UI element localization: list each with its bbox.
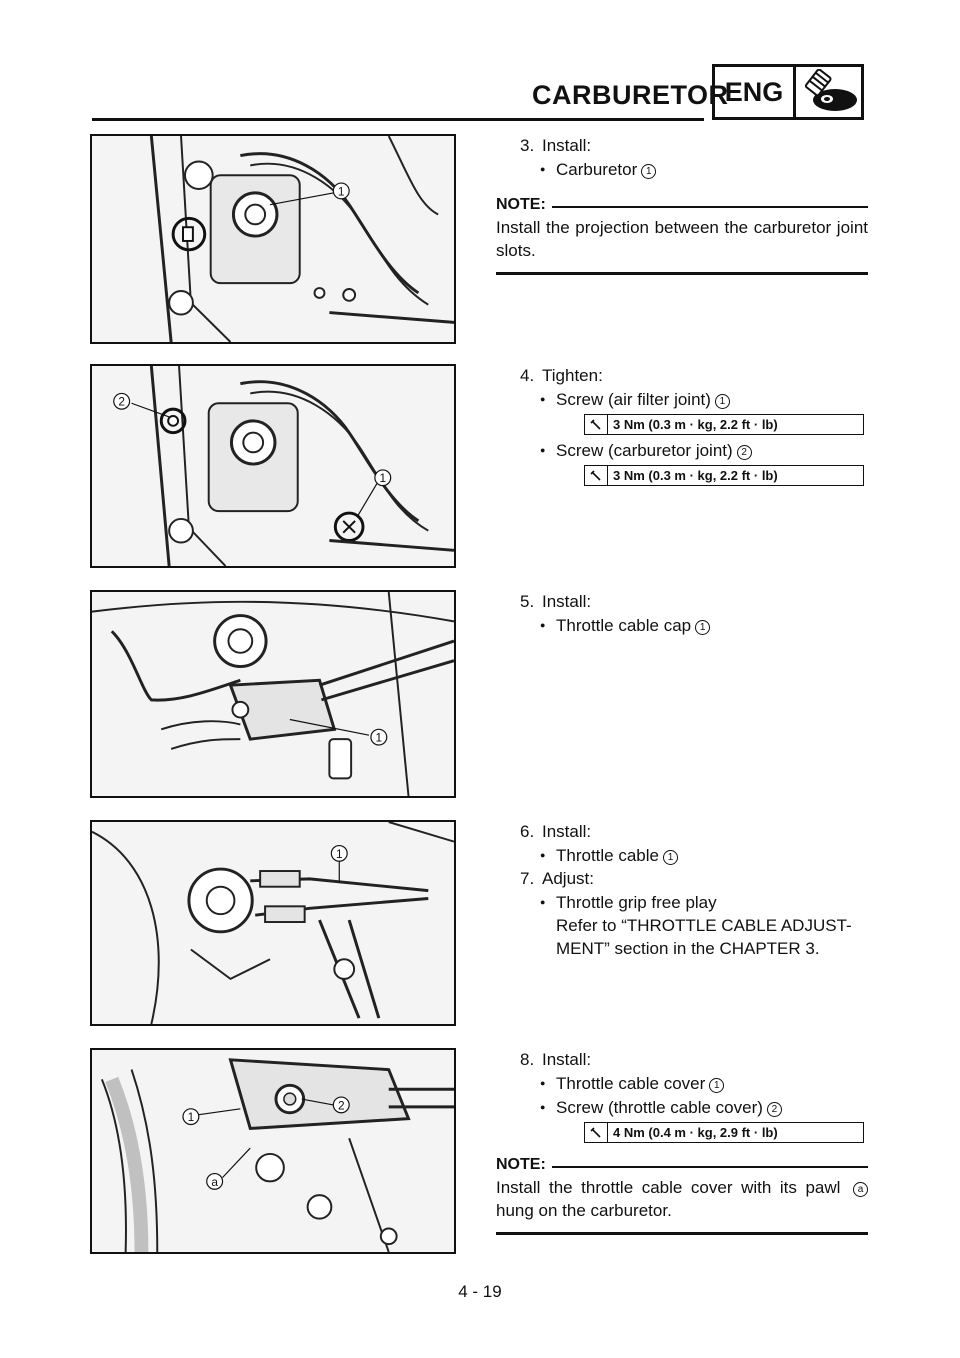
list-item: Screw (throttle cable cover)2 bbox=[496, 1096, 868, 1119]
step-number: 7. bbox=[520, 869, 535, 888]
item-text: Throttle cable cover bbox=[556, 1074, 706, 1093]
item-ref: 2 bbox=[736, 445, 752, 460]
figure-throttle-cable: 1 bbox=[90, 820, 456, 1026]
torque-wrench-icon bbox=[585, 415, 608, 434]
figure-screws-tighten: 2 1 bbox=[90, 364, 456, 568]
figure-callout: a bbox=[211, 1175, 218, 1189]
torque-wrench-icon bbox=[585, 466, 608, 485]
step-number: 4. bbox=[520, 366, 535, 385]
note-label: NOTE: bbox=[496, 196, 546, 213]
note-end-rule bbox=[496, 272, 868, 275]
torque-value: 4 Nm (0.4 m · kg, 2.9 ft · lb) bbox=[613, 1125, 778, 1140]
step-number: 5. bbox=[520, 592, 535, 611]
torque-value: 3 Nm (0.3 m · kg, 2.2 ft · lb) bbox=[613, 417, 778, 432]
step-action: Tighten: bbox=[542, 366, 603, 385]
note-end-rule bbox=[496, 1232, 868, 1235]
item-text: Screw (carburetor joint) bbox=[556, 441, 733, 460]
step-number: 6. bbox=[520, 822, 535, 841]
list-item: Screw (carburetor joint)2 bbox=[496, 439, 868, 462]
page-title: CARBURETOR bbox=[532, 80, 729, 110]
step-action: Install: bbox=[542, 1050, 592, 1069]
step-action: Adjust: bbox=[542, 869, 594, 888]
step-action: Install: bbox=[542, 136, 592, 155]
list-item: Screw (air filter joint)1 bbox=[496, 388, 868, 411]
figure-callout: 1 bbox=[379, 471, 386, 485]
note-text: Install the throttle cable cover with it… bbox=[496, 1176, 868, 1222]
item-text: Throttle cable bbox=[556, 846, 659, 865]
item-ref: 1 bbox=[695, 620, 711, 635]
item-ref: 1 bbox=[709, 1078, 725, 1093]
figure-callout: 2 bbox=[118, 395, 125, 409]
list-item: Throttle grip free play bbox=[496, 891, 868, 914]
figure-carburetor-install: 1 bbox=[90, 134, 456, 344]
note-text-pre: Install the throttle cable cover with it… bbox=[496, 1178, 841, 1197]
torque-spec: 3 Nm (0.3 m · kg, 2.2 ft · lb) bbox=[584, 465, 864, 486]
step-number: 8. bbox=[520, 1050, 535, 1069]
figure-callout: 2 bbox=[338, 1098, 345, 1112]
engine-wrench-icon bbox=[796, 67, 861, 117]
section-label: ENG bbox=[715, 67, 796, 117]
header-rule bbox=[92, 118, 704, 121]
figure-callout: 1 bbox=[338, 184, 345, 198]
section-tab: ENG bbox=[712, 64, 864, 120]
step-4: 4. Tighten: Screw (air filter joint)1 3 N… bbox=[496, 364, 868, 490]
item-text: Screw (throttle cable cover) bbox=[556, 1098, 763, 1117]
refer-text: Refer to “THROTTLE CABLE ADJUST-MENT” se… bbox=[556, 916, 852, 958]
torque-wrench-icon bbox=[585, 1123, 608, 1142]
note-ref: a bbox=[853, 1182, 868, 1197]
note-text-post: hung on the carburetor. bbox=[496, 1201, 672, 1220]
item-text: Throttle cable cap bbox=[556, 616, 692, 635]
step-6-7: 6. Install: Throttle cable 1 7. Adjust: Thr… bbox=[496, 820, 868, 960]
page-number: 4 - 19 bbox=[458, 1282, 502, 1301]
step-action: Install: bbox=[542, 592, 592, 611]
figure-callout: 1 bbox=[376, 731, 383, 745]
step-number: 3. bbox=[520, 136, 535, 155]
step-action: Install: bbox=[542, 822, 592, 841]
item-ref: 1 bbox=[641, 164, 657, 179]
item-text: Carburetor bbox=[556, 160, 638, 179]
list-item: Throttle cable 1 bbox=[496, 844, 868, 867]
item-text: Screw (air filter joint) bbox=[556, 390, 711, 409]
figure-throttle-cable-cover: 1 2 a bbox=[90, 1048, 456, 1254]
torque-spec: 3 Nm (0.3 m · kg, 2.2 ft · lb) bbox=[584, 414, 864, 435]
item-ref: 2 bbox=[766, 1102, 782, 1117]
figure-throttle-cable-cap: 1 bbox=[90, 590, 456, 798]
item-ref: 1 bbox=[663, 850, 678, 865]
figure-callout: 1 bbox=[336, 847, 343, 861]
item-text: Throttle grip free play bbox=[556, 893, 717, 912]
note-label: NOTE: bbox=[496, 1156, 546, 1173]
torque-spec: 4 Nm (0.4 m · kg, 2.9 ft · lb) bbox=[584, 1122, 864, 1143]
note-text: Install the projection between the carbu… bbox=[496, 218, 868, 260]
torque-value: 3 Nm (0.3 m · kg, 2.2 ft · lb) bbox=[613, 468, 778, 483]
figure-callout: 1 bbox=[188, 1110, 195, 1124]
item-ref: 1 bbox=[714, 394, 730, 409]
